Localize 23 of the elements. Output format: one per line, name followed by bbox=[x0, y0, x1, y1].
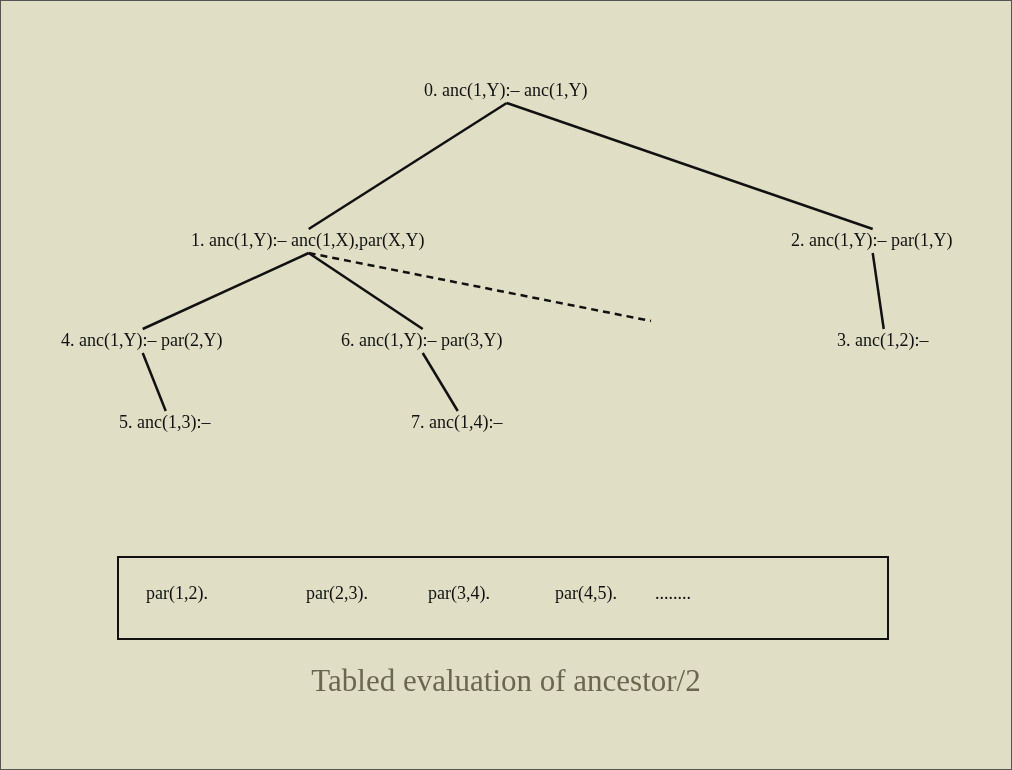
fact-text: par(4,5). bbox=[555, 582, 617, 604]
goal-text: 5. anc(1,3):– bbox=[119, 411, 211, 433]
goal-text: 4. anc(1,Y):– par(2,Y) bbox=[61, 329, 223, 351]
fact-text: par(3,4). bbox=[428, 582, 490, 604]
goal-text: 6. anc(1,Y):– par(3,Y) bbox=[341, 329, 503, 351]
fact-text: par(1,2). bbox=[146, 582, 208, 604]
tree-line bbox=[142, 251, 310, 331]
fact-text: ........ bbox=[655, 582, 691, 604]
tree-line bbox=[308, 251, 424, 331]
goal-text: 2. anc(1,Y):– par(1,Y) bbox=[791, 229, 953, 251]
tree-line bbox=[871, 252, 885, 330]
goal-text: 7. anc(1,4):– bbox=[411, 411, 503, 433]
tree-line bbox=[506, 101, 874, 231]
tree-line bbox=[308, 101, 508, 231]
goal-text: 0. anc(1,Y):– anc(1,Y) bbox=[424, 79, 588, 101]
goal-text: 3. anc(1,2):– bbox=[837, 329, 929, 351]
dashed-line bbox=[308, 251, 652, 323]
caption: Tabled evaluation of ancestor/2 bbox=[311, 663, 701, 699]
facts-box bbox=[117, 556, 889, 640]
tree-line bbox=[141, 352, 167, 412]
fact-text: par(2,3). bbox=[306, 582, 368, 604]
tree-line bbox=[421, 352, 459, 412]
goal-text: 1. anc(1,Y):– anc(1,X),par(X,Y) bbox=[191, 229, 425, 251]
